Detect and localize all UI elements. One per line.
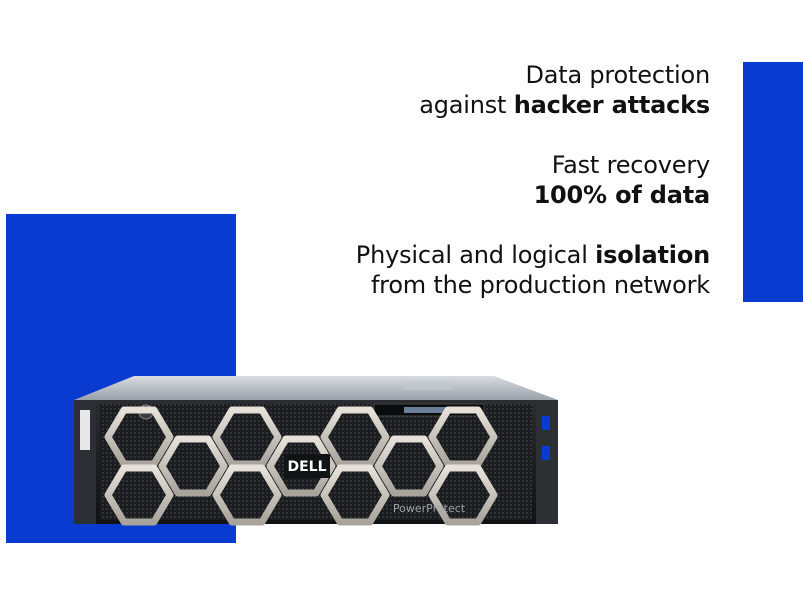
- feature-highlight: hacker attacks: [513, 91, 711, 119]
- server-brand-logo: DELL: [287, 459, 326, 475]
- feature-text: Data protection: [525, 61, 710, 89]
- server-appliance-image: DELL PowerProtect: [74, 376, 558, 526]
- feature-hacker-protection: Data protection against hacker attacks: [356, 60, 710, 120]
- feature-text: from the production network: [370, 271, 710, 299]
- server-appliance-icon: DELL PowerProtect: [74, 376, 558, 526]
- feature-line: Fast recovery: [356, 150, 710, 180]
- feature-line: Data protection: [356, 60, 710, 90]
- feature-line: from the production network: [356, 270, 710, 300]
- feature-highlight: isolation: [595, 241, 710, 269]
- feature-highlight: 100% of data: [533, 181, 711, 209]
- feature-isolation: Physical and logical isolation from the …: [356, 240, 710, 300]
- feature-text: Fast recovery: [551, 151, 710, 179]
- feature-text: Physical and logical: [355, 241, 596, 269]
- feature-line: 100% of data: [356, 180, 711, 210]
- server-model-label: PowerProtect: [393, 502, 466, 515]
- feature-list: Data protection against hacker attacks F…: [356, 60, 710, 330]
- feature-fast-recovery: Fast recovery 100% of data: [356, 150, 711, 210]
- feature-text: against: [419, 91, 514, 119]
- decorative-blue-block-right: [743, 62, 803, 302]
- feature-line: Physical and logical isolation: [356, 240, 710, 270]
- feature-line: against hacker attacks: [356, 90, 710, 120]
